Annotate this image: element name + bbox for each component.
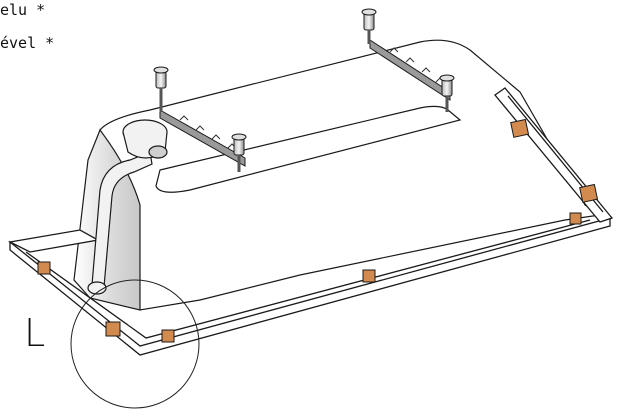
adjustable-foot [231,133,247,172]
drain-pipe-end [87,281,107,295]
wood-block [161,329,175,343]
caption-line-1: elu * [0,1,46,19]
leg-rail-rear [369,39,451,101]
drain-pipe-tube [91,151,153,288]
wood-block [579,183,599,203]
wood-block [510,118,530,138]
adjustable-foot [439,74,455,112]
wood-block [105,321,121,337]
wood-blocks [37,118,599,343]
caption-line-2: ével * [0,34,55,52]
drain-pipe [87,119,168,295]
rail-teeth [179,47,445,149]
detail-label: L [24,311,46,355]
wood-block [362,269,376,283]
detail-circle [70,279,200,409]
adjustable-foot [153,66,169,112]
drain-fitting [148,145,168,159]
adjustable-foot [361,8,377,44]
tub-inner-plate [155,105,462,193]
adjustable-feet [153,8,455,172]
frame-long-rail-inner [25,219,591,339]
frame-long-rail [9,217,611,356]
bathtub-body [73,39,602,311]
leg-rail-front [159,109,246,167]
wood-block [37,261,51,275]
leg-rails [159,39,451,167]
wood-block [569,212,582,225]
